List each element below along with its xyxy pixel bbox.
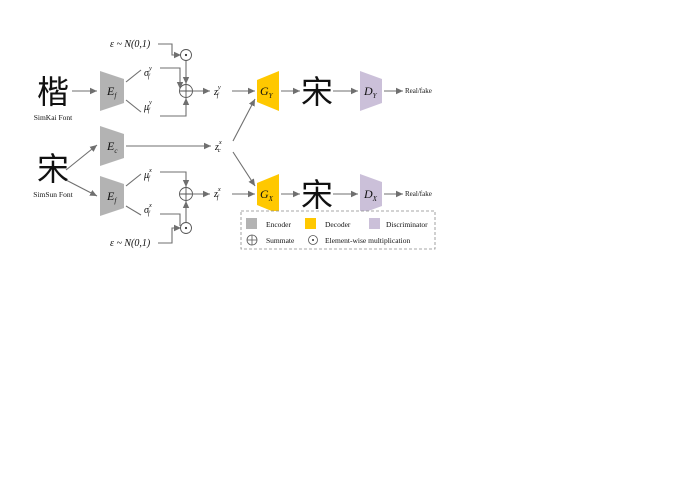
simkai-font-label: SimKai Font [34,113,73,122]
legend-frame [240,210,436,250]
noise-label-top: ε ~ N(0,1) [110,39,151,50]
legend-elementwise-icon [308,235,318,245]
legend-encoder-label: Encoder [266,220,291,229]
arrow-zc-to-gx [232,151,256,187]
line-mu-top-to-sum [160,98,190,117]
arrow-sun-to-ec [65,144,98,171]
encoder-content-block [100,126,124,166]
multiply-op-bottom-icon [180,222,192,234]
encoder-top-label: Ef [106,84,117,100]
noise-label-bottom: ε ~ N(0,1) [110,238,151,249]
line-eps-top-to-mult [158,43,181,59]
line-sigma-bottom-to-mult [160,213,181,226]
summate-op-bottom-icon [179,187,193,201]
legend-summate-label: Summate [266,236,295,245]
arrow-sun-to-ef2 [65,179,98,197]
arrow-zc-to-gy [232,98,256,142]
arrow-ef2-to-sigma-bottom [125,205,142,216]
multiply-op-top-icon [180,49,192,61]
decoder-bottom-label: GX [260,187,274,203]
discriminator-top-block [360,71,382,111]
input-glyph-sun: 宋 [37,151,69,187]
decoder-bottom-block [257,174,279,214]
output-glyph-top: 宋 [301,74,333,110]
real-fake-label-bottom: Real/fake [405,190,432,198]
legend-decoder-swatch [305,218,316,229]
legend-encoder-swatch [246,218,257,229]
legend-elementwise-label: Element-wise multiplication [325,236,410,245]
encoder-bottom-label: Ef [106,189,117,205]
legend-discriminator-swatch [369,218,380,229]
discriminator-bottom-block [360,174,382,214]
input-glyph-kai: 楷 [37,74,69,110]
line-mu-bottom-to-sum [160,171,190,187]
discriminator-bottom-label: DX [363,187,378,203]
arrow-ef-to-mu-top [125,99,142,113]
legend-discriminator-label: Discriminator [386,220,428,229]
simsun-font-label: SimSun Font [33,190,73,199]
output-glyph-bottom: 宋 [301,177,333,213]
legend: Encoder Decoder Discriminator Summate El… [240,210,436,250]
real-fake-label-top: Real/fake [405,87,432,95]
arrow-ef-to-sigma-top [125,69,142,83]
legend-decoder-label: Decoder [325,220,351,229]
connectors [65,43,403,244]
arrow-ef2-to-mu-bottom [125,173,142,187]
decoder-top-block [257,71,279,111]
encoder-content-label: Ec [106,139,118,155]
line-eps-bottom-to-mult [158,224,181,244]
encoder-top-block [100,71,124,111]
legend-summate-icon [246,234,258,246]
discriminator-top-label: DY [363,84,378,100]
line-sigma-top-to-mult [160,67,184,89]
summate-op-top-icon [179,84,193,98]
decoder-top-label: GY [260,84,274,100]
encoder-bottom-block [100,176,124,216]
